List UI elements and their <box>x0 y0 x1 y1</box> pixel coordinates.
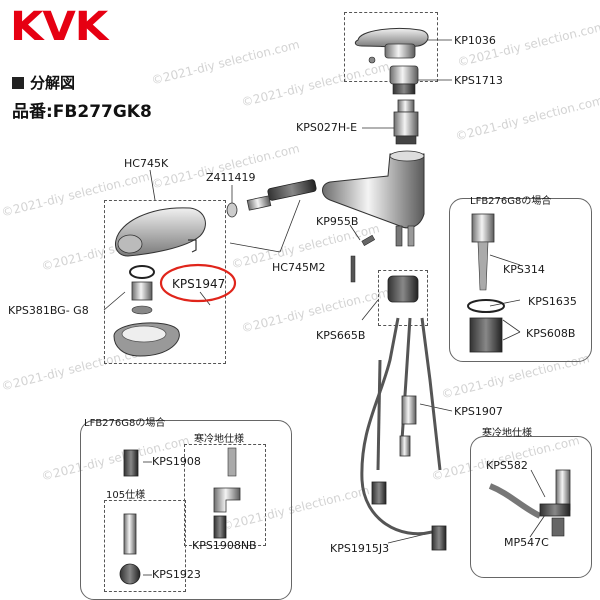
cold-region-left-box <box>184 444 266 546</box>
highlight-ellipse <box>159 263 237 303</box>
label-kps1713: KPS1713 <box>454 74 503 87</box>
label-kp1036: KP1036 <box>454 34 496 47</box>
label-kps1908nb: KPS1908NB <box>192 539 257 552</box>
label-kps1923: KPS1923 <box>152 568 201 581</box>
label-kps314: KPS314 <box>503 263 545 276</box>
section-title: 分解図 <box>12 72 75 93</box>
label-mp547c: MP547C <box>504 536 549 549</box>
label-kps1908: KPS1908 <box>152 455 201 468</box>
label-z411419: Z411419 <box>206 171 256 184</box>
label-cold-left: 寒冷地仕様 <box>194 434 244 445</box>
spray-head-group-box <box>104 200 226 364</box>
section-title-text: 分解図 <box>30 74 76 92</box>
cold-region-right-box <box>470 436 592 578</box>
label-lfb-right: LFB276G8の場合 <box>470 196 552 207</box>
label-kps1947: KPS1947 <box>172 277 226 291</box>
label-kps608b: KPS608B <box>526 327 576 340</box>
kvk-logo: KVK <box>10 4 108 50</box>
spec105-box <box>104 500 186 592</box>
label-kps665b: KPS665B <box>316 329 366 342</box>
lfb-right-box <box>449 198 592 362</box>
label-kp955b: KP955B <box>316 215 359 228</box>
label-kps027h-e: KPS027H-E <box>296 121 358 134</box>
product-number: 品番:FB277GK8 <box>12 102 152 122</box>
label-lfb-left: LFB276G8の場合 <box>84 418 166 429</box>
label-kps582: KPS582 <box>486 459 528 472</box>
hose-guide-group-box <box>378 270 428 326</box>
label-spec105: 105仕様 <box>106 490 146 501</box>
label-kps1907: KPS1907 <box>454 405 503 418</box>
label-cold-right: 寒冷地仕様 <box>482 428 532 439</box>
label-kps381bg-g8: KPS381BG- G8 <box>8 304 89 317</box>
label-hc745k: HC745K <box>124 157 169 170</box>
label-hc745m2: HC745M2 <box>272 261 326 274</box>
label-kps1635: KPS1635 <box>528 295 577 308</box>
label-kps1915j3: KPS1915J3 <box>330 542 390 555</box>
square-bullet-icon <box>12 77 24 89</box>
